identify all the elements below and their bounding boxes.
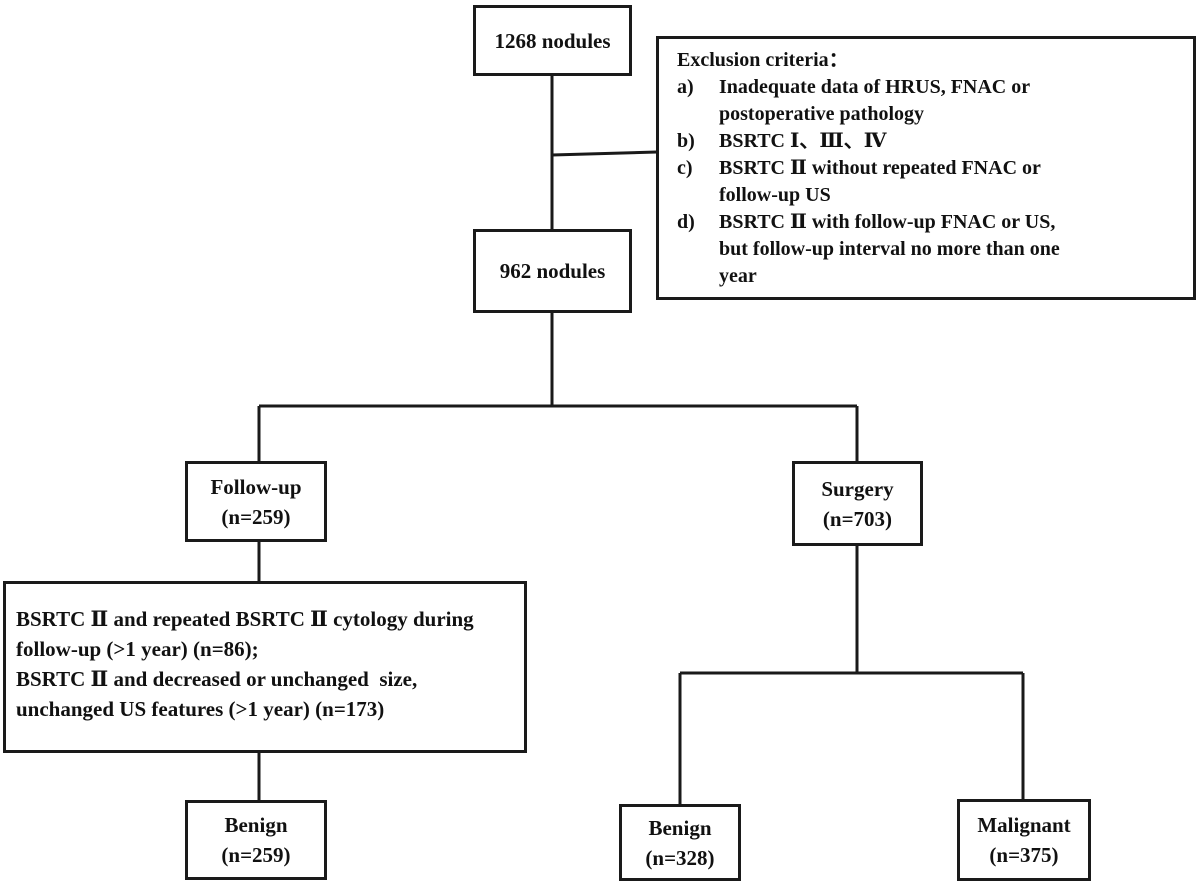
node-label: 1268 nodules <box>494 28 611 53</box>
exclusion-item-text: Inadequate data of HRUS, FNAC or postope… <box>719 76 1031 125</box>
exclusion-criteria-box: Exclusion criteria： a) Inadequate data o… <box>656 36 1196 300</box>
node-label: Benign <box>224 813 288 837</box>
node-surgery-benign: Benign (n=328) <box>619 804 741 881</box>
exclusion-item-letter: a) <box>677 76 694 98</box>
follow-up-criteria-line: BSRTC Ⅱ and decreased or unchanged size, <box>16 667 418 691</box>
node-count: (n=259) <box>221 504 291 529</box>
node-label: Follow-up <box>210 474 302 499</box>
node-surgery-malignant: Malignant (n=375) <box>957 799 1091 881</box>
exclusion-title: Exclusion criteria： <box>677 49 849 71</box>
node-label: Malignant <box>977 813 1071 837</box>
node-962-nodules: 962 nodules <box>473 229 632 313</box>
exclusion-item-text: BSRTC Ⅱ without repeated FNAC or follow-… <box>719 157 1041 206</box>
exclusion-item: c) BSRTC Ⅱ without repeated FNAC or foll… <box>677 155 1193 209</box>
node-count: (n=328) <box>645 845 715 870</box>
node-1268-nodules: 1268 nodules <box>473 5 632 76</box>
exclusion-item: b) BSRTC Ⅰ、Ⅲ、Ⅳ <box>677 128 1193 155</box>
node-count: (n=375) <box>989 843 1059 867</box>
node-follow-up: Follow-up (n=259) <box>185 461 327 542</box>
node-count: (n=703) <box>822 506 893 531</box>
node-follow-up-benign: Benign (n=259) <box>185 800 327 880</box>
exclusion-item-letter: b) <box>677 130 695 152</box>
exclusion-item: a) Inadequate data of HRUS, FNAC or post… <box>677 74 1193 128</box>
exclusion-item-letter: d) <box>677 211 695 233</box>
node-surgery: Surgery (n=703) <box>792 461 923 546</box>
node-label: Surgery <box>821 476 894 501</box>
follow-up-criteria-line: unchanged US features (>1 year) (n=173) <box>16 697 385 721</box>
follow-up-criteria-line: BSRTC Ⅱ and repeated BSRTC Ⅱ cytology du… <box>16 607 474 631</box>
node-label: Benign <box>648 815 712 840</box>
node-count: (n=259) <box>221 843 291 867</box>
node-label: 962 nodules <box>499 259 606 283</box>
connector-to-exclusion <box>551 150 658 157</box>
exclusion-item-text: BSRTC Ⅱ with follow-up FNAC or US, but f… <box>719 211 1060 287</box>
exclusion-item-text: BSRTC Ⅰ、Ⅲ、Ⅳ <box>719 130 887 152</box>
exclusion-item-letter: c) <box>677 157 693 179</box>
exclusion-item: d) BSRTC Ⅱ with follow-up FNAC or US, bu… <box>677 209 1193 290</box>
follow-up-criteria-box: BSRTC Ⅱ and repeated BSRTC Ⅱ cytology du… <box>3 581 527 753</box>
follow-up-criteria-line: follow-up (>1 year) (n=86); <box>16 637 259 661</box>
